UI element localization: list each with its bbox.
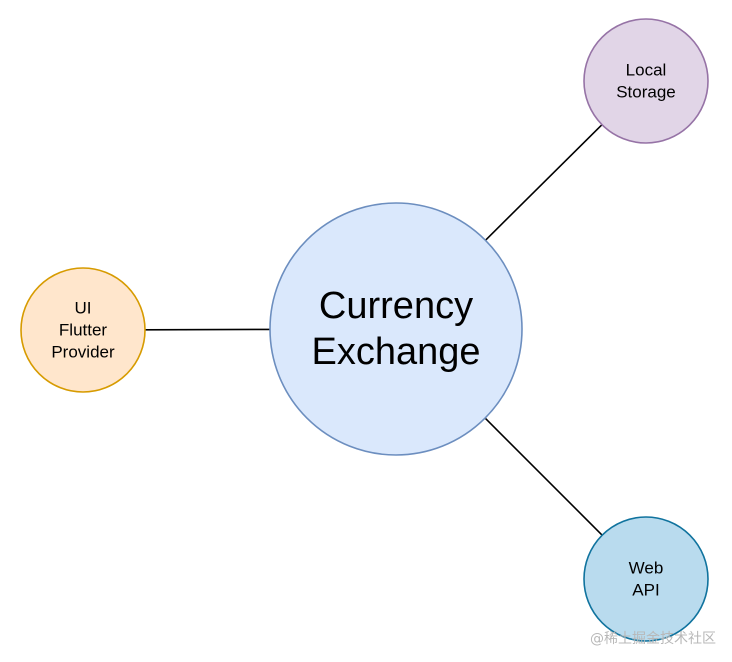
node-center-circle	[269, 202, 523, 456]
edge-center-storage	[484, 124, 603, 241]
node-api-label: API	[632, 581, 659, 600]
node-ui-label: UI	[75, 299, 92, 318]
node-storage-label: Local	[626, 61, 667, 80]
edge-center-api	[484, 417, 603, 536]
node-storage-label: Storage	[616, 83, 676, 102]
node-storage-circle	[583, 18, 709, 144]
node-center-label: Exchange	[311, 331, 480, 373]
node-api-label: Web	[629, 559, 664, 578]
node-ui-circle	[20, 267, 146, 393]
watermark: @稀土掘金技术社区	[590, 631, 716, 647]
node-api-circle	[583, 516, 709, 642]
edges-layer	[144, 124, 603, 536]
node-center-label: Currency	[319, 285, 473, 327]
node-ui-label: Flutter	[59, 321, 108, 340]
node-ui-label: Provider	[51, 343, 115, 362]
